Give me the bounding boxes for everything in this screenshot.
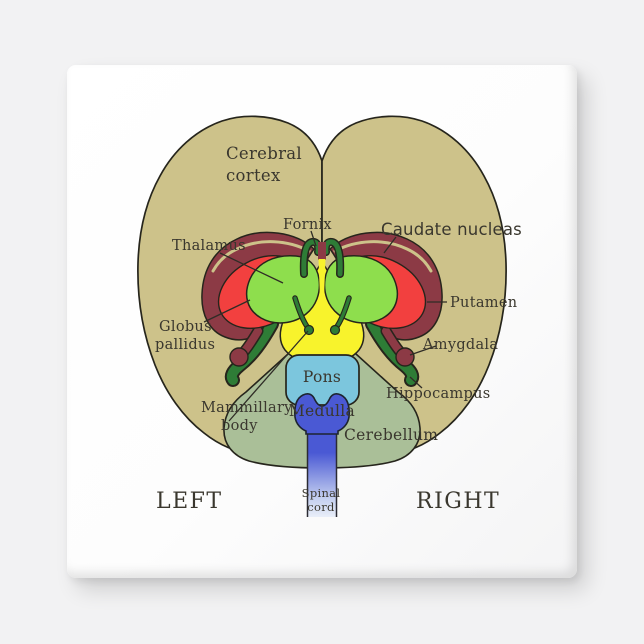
- amygdala-pointer-line: [409, 345, 437, 356]
- cerebral-cortex-label-line2: cortex: [226, 166, 281, 185]
- cerebellum-label: Cerebellum: [344, 426, 438, 444]
- globus-pallidus-label-line1: Globus: [159, 319, 212, 335]
- right-deep-structures: [321, 231, 443, 387]
- right-amygdala-shape: [395, 347, 415, 367]
- caudate-nucleus-label: Caudate nucleas: [381, 220, 522, 239]
- right-mammillary-body-shape: [329, 324, 341, 336]
- caudate-pointer-line: [383, 236, 397, 254]
- mammillary-body-label-line2: body: [221, 418, 258, 434]
- amygdala-label: Amygdala: [422, 337, 498, 353]
- pons-label: Pons: [303, 368, 341, 386]
- pointer-lines: [203, 230, 447, 422]
- left-deep-structures: [201, 231, 323, 387]
- diagram-labels: Cerebral cortex Fornix Caudate nucleas T…: [155, 144, 522, 514]
- putamen-label: Putamen: [450, 295, 517, 311]
- hippocampus-label: Hippocampus: [386, 386, 490, 402]
- spinal-cord-label-line1: Spinal: [302, 486, 341, 500]
- medulla-shape: [294, 393, 350, 435]
- left-amygdala-shape: [229, 347, 249, 367]
- medulla-label: Medulla: [289, 402, 355, 420]
- globus-pallidus-label-line2: pallidus: [155, 337, 215, 353]
- cerebral-cortex-label-line1: Cerebral: [226, 144, 302, 163]
- fornix-label: Fornix: [283, 217, 332, 233]
- pons-shape: [285, 354, 360, 406]
- right-caudate-inner-stripe: [333, 240, 433, 273]
- left-side-label: LEFT: [156, 489, 223, 514]
- thalamus-label: Thalamus: [172, 238, 246, 254]
- hippocampus-pointer-line: [409, 376, 423, 389]
- globus-pallidus-pointer-line: [203, 299, 251, 323]
- left-caudate-inner-stripe: [211, 240, 311, 273]
- fornix-pointer-line: [310, 230, 317, 247]
- mammillary-body-label-line1: Mammillary: [201, 400, 293, 416]
- right-side-label: RIGHT: [416, 489, 500, 514]
- midline-yellow-wedge: [318, 259, 326, 297]
- mammillary-pointer-line: [228, 330, 309, 422]
- thalamus-pointer-line: [219, 252, 284, 284]
- midline-caudate-sliver: [318, 242, 326, 260]
- spinal-cord-label-line2: cord: [307, 500, 335, 514]
